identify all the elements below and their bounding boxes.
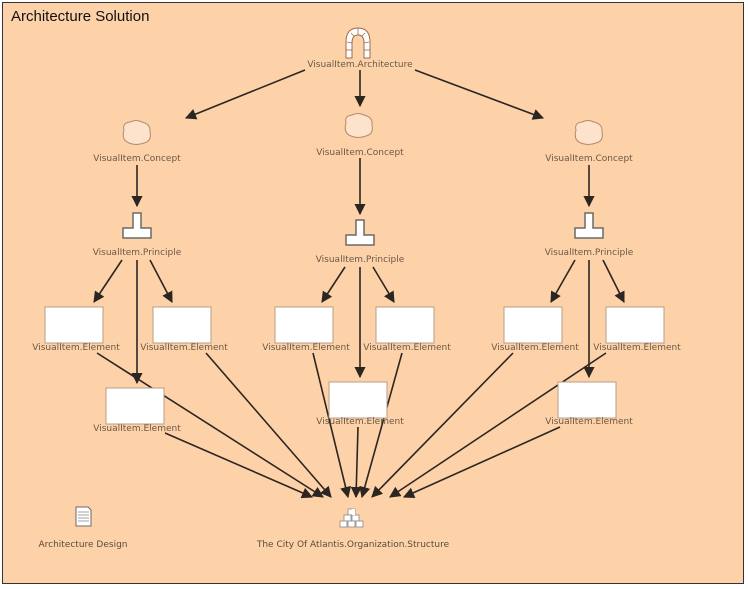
element-node[interactable]: VisualItem.Element	[363, 306, 451, 353]
edge-element-org-5	[359, 352, 403, 499]
principle-node-right[interactable]: VisualItem.Principle	[545, 212, 634, 258]
pillar-icon	[574, 212, 604, 239]
element-box	[503, 306, 563, 344]
cloud-icon	[574, 120, 603, 145]
edge-principle-element-m2	[372, 266, 395, 303]
element-node[interactable]: VisualItem.Element	[491, 306, 579, 353]
element-node[interactable]: VisualItem.Element	[593, 306, 681, 353]
element-node[interactable]: VisualItem.Element	[545, 381, 633, 427]
principle-label: VisualItem.Principle	[316, 255, 405, 265]
edge-element-org-4	[312, 352, 352, 499]
element-label: VisualItem.Element	[593, 343, 681, 353]
element-label: VisualItem.Element	[545, 417, 633, 427]
element-box	[105, 387, 165, 425]
concept-label: VisualItem.Concept	[545, 154, 633, 164]
edge-arch-concept-right	[414, 69, 545, 120]
element-label: VisualItem.Element	[32, 343, 120, 353]
organization-label: The City Of Atlantis.Organization.Struct…	[256, 540, 450, 550]
edge-element-org-6	[350, 426, 362, 499]
edge-arch-concept-left	[184, 69, 306, 120]
element-label: VisualItem.Element	[140, 343, 228, 353]
element-node[interactable]: VisualItem.Element	[93, 387, 181, 434]
element-box	[44, 306, 104, 344]
edge-element-org-8	[389, 352, 607, 498]
element-node[interactable]: VisualItem.Element	[262, 306, 350, 353]
edges	[93, 69, 625, 499]
element-label: VisualItem.Element	[93, 424, 181, 434]
edge-element-org-3	[164, 432, 314, 499]
concept-node-right[interactable]: VisualItem.Concept	[545, 120, 633, 165]
diagram-title: Architecture Solution	[11, 8, 150, 25]
element-label: VisualItem.Element	[363, 343, 451, 353]
element-label: VisualItem.Element	[316, 417, 404, 427]
edge-principle-element-m1	[321, 266, 346, 303]
edge-principle-element-r2	[602, 259, 625, 304]
concept-node-left[interactable]: VisualItem.Concept	[93, 120, 181, 165]
document-icon	[75, 506, 92, 527]
element-label: VisualItem.Element	[262, 343, 350, 353]
pillar-icon	[345, 219, 375, 246]
principle-node-mid[interactable]: VisualItem.Principle	[316, 219, 405, 265]
concept-node-mid[interactable]: VisualItem.Concept	[316, 113, 404, 159]
element-node[interactable]: VisualItem.Element	[316, 381, 404, 427]
org-structure-icon	[339, 508, 364, 528]
element-box	[328, 381, 388, 419]
element-node[interactable]: VisualItem.Element	[140, 306, 228, 353]
design-label: Architecture Design	[38, 540, 127, 550]
element-box	[274, 306, 334, 344]
cloud-icon	[122, 120, 151, 145]
element-box	[557, 381, 617, 419]
cloud-icon	[344, 113, 373, 138]
element-box	[605, 306, 665, 344]
edge-element-org-2	[205, 352, 332, 498]
edge-element-org-9	[402, 426, 561, 498]
architecture-label: VisualItem.Architecture	[307, 60, 413, 70]
pillar-icon	[122, 212, 152, 239]
principle-label: VisualItem.Principle	[545, 248, 634, 258]
edge-element-org-7	[371, 352, 514, 498]
element-label: VisualItem.Element	[491, 343, 579, 353]
edge-principle-element-l2	[149, 259, 173, 303]
principle-node-left[interactable]: VisualItem.Principle	[93, 212, 182, 258]
element-node[interactable]: VisualItem.Element	[32, 306, 120, 353]
element-box	[375, 306, 435, 344]
architecture-node[interactable]: VisualItem.Architecture	[307, 27, 413, 70]
principle-label: VisualItem.Principle	[93, 248, 182, 258]
organization-node[interactable]: The City Of Atlantis.Organization.Struct…	[256, 508, 450, 550]
element-box	[152, 306, 212, 344]
design-node[interactable]: Architecture Design	[38, 506, 128, 550]
concept-label: VisualItem.Concept	[93, 154, 181, 164]
concept-label: VisualItem.Concept	[316, 148, 404, 158]
edge-principle-element-l1	[93, 259, 123, 303]
arch-icon	[345, 27, 371, 59]
edge-principle-element-r1	[550, 259, 576, 303]
edge-element-org-1	[96, 352, 324, 498]
